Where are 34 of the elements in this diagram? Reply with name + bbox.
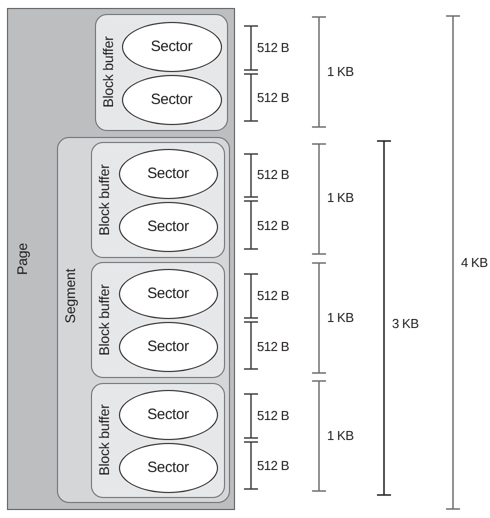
sector-box: Sector <box>118 202 218 252</box>
block-buffer-box <box>90 382 224 498</box>
dimension-label: 512 B <box>257 219 289 232</box>
dimension-label: 512 B <box>257 41 289 54</box>
group-label: Block buffer <box>100 36 114 108</box>
dimension-label: 512 B <box>257 459 289 472</box>
sector-box: Sector <box>122 74 222 124</box>
dimension-label: 512 B <box>257 340 289 353</box>
group-label: Block buffer <box>96 404 110 476</box>
sector-box: Sector <box>118 322 218 372</box>
dimension-label: 4 KB <box>461 256 488 269</box>
sector-box: Sector <box>118 268 218 318</box>
segment-box <box>56 136 230 502</box>
sector-box: Sector <box>118 148 218 198</box>
dimension-label: 1 KB <box>327 429 354 442</box>
group-label: Segment <box>62 268 76 323</box>
dimension-label: 3 KB <box>392 317 419 330</box>
group-label: Block buffer <box>96 284 110 356</box>
dimension-label: 512 B <box>257 91 289 104</box>
block-buffer-box <box>94 14 228 130</box>
page-box <box>7 8 235 510</box>
group-label: Page <box>14 242 28 274</box>
sector-box: Sector <box>118 442 218 492</box>
sector-box: Sector <box>118 390 218 440</box>
dimension-label: 1 KB <box>327 191 354 204</box>
sector-box: Sector <box>122 22 222 72</box>
dimension-label: 512 B <box>257 168 289 181</box>
dimension-label: 512 B <box>257 289 289 302</box>
dimension-label: 1 KB <box>327 65 354 78</box>
block-buffer-box <box>90 142 224 258</box>
dimension-label: 1 KB <box>327 311 354 324</box>
block-buffer-box <box>90 262 224 378</box>
dimension-label: 512 B <box>257 409 289 422</box>
group-label: Block buffer <box>96 164 110 236</box>
